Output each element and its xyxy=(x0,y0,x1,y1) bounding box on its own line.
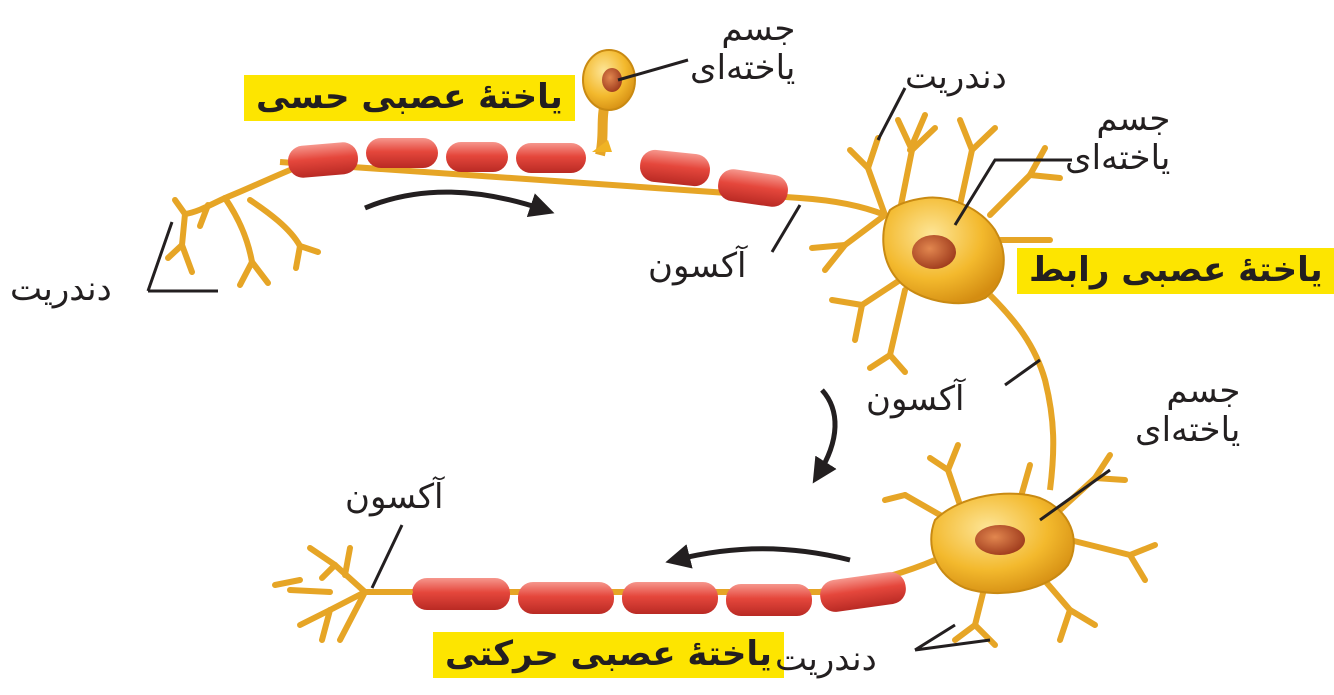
motor-dendrite-label: دندریت xyxy=(775,640,877,679)
interneuron-axon-label: آکسون xyxy=(866,380,965,419)
motor-axon-label: آکسون xyxy=(345,478,444,517)
interneuron-cell-body-label: جسم یاخته‌ای xyxy=(1065,100,1170,178)
curved-arrow-down-icon xyxy=(818,390,835,475)
interneuron-title: یاختهٔ عصبی رابط xyxy=(1017,248,1334,294)
curved-arrow-left-icon xyxy=(675,549,850,560)
motor-neuron xyxy=(275,445,1155,650)
sensory-cell-body-label: جسم یاخته‌ای xyxy=(690,10,795,88)
sensory-dendrite-tree xyxy=(168,168,318,285)
motor-cell-body-label: جسم یاخته‌ای xyxy=(1135,372,1240,450)
curved-arrow-right-icon xyxy=(365,192,545,210)
sensory-myelin-sheath xyxy=(287,138,790,209)
interneuron-dendrite-label: دندریت xyxy=(905,58,1007,97)
sensory-axon-label: آکسون xyxy=(648,247,747,286)
sensory-neuron-title: یاختهٔ عصبی حسی xyxy=(244,75,575,121)
motor-nucleus xyxy=(975,525,1025,555)
sensory-dendrite-label: دندریت xyxy=(10,270,112,309)
interneuron-axon-line xyxy=(990,295,1053,490)
motor-myelin-sheath xyxy=(412,570,908,616)
interneuron-nucleus xyxy=(912,235,956,269)
motor-neuron-title: یاختهٔ عصبی حرکتی xyxy=(433,632,784,678)
motor-axon-terminals xyxy=(275,548,410,640)
